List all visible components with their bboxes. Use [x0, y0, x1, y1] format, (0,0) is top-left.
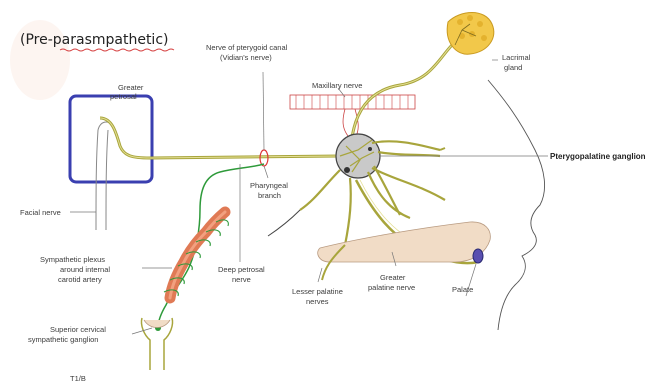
svg-text:Deep petrosal: Deep petrosal: [218, 265, 265, 274]
pharyngeal-branch-label: Pharyngeal branch: [250, 181, 288, 200]
facial-nerve-line: [96, 130, 98, 230]
greater-palatine-label: Greater palatine nerve: [368, 273, 415, 292]
cervical-ganglion-body: [144, 320, 170, 328]
svg-text:Pharyngeal: Pharyngeal: [250, 181, 288, 190]
internal-carotid-artery: [164, 212, 228, 298]
maxillary-nerve-label: Maxillary nerve: [312, 81, 362, 90]
svg-text:Sympathetic plexus: Sympathetic plexus: [40, 255, 105, 264]
svg-text:carotid artery: carotid artery: [58, 275, 102, 284]
svg-text:Greater: Greater: [118, 83, 144, 92]
ganglion-cell: [368, 147, 372, 151]
svg-text:around internal: around internal: [60, 265, 110, 274]
deep-petrosal-label: Deep petrosal nerve: [218, 265, 265, 284]
svg-text:Nerve of pterygoid canal: Nerve of pterygoid canal: [206, 43, 288, 52]
svg-text:Greater: Greater: [380, 273, 406, 282]
spellcheck-underline: [60, 49, 174, 51]
ganglion-cell: [344, 167, 350, 173]
svg-text:Lesser palatine: Lesser palatine: [292, 287, 343, 296]
greater-petrosal-label: Greater petrosal: [110, 83, 144, 101]
lacrimal-gland: [447, 13, 494, 55]
facial-nerve-line: [106, 130, 108, 230]
svg-text:nerves: nerves: [306, 297, 329, 306]
vidian-nerve-label: Nerve of pterygoid canal (Vidian's nerve…: [206, 43, 288, 62]
svg-text:gland: gland: [504, 63, 522, 72]
sympathetic-fibers: [158, 164, 264, 328]
lesser-palatine-label: Lesser palatine nerves: [292, 287, 343, 306]
palate-foramen: [473, 249, 483, 263]
zygomatic-lacrimal-nerve-highlight: [352, 45, 452, 138]
leader-lines: [70, 60, 498, 334]
face-profile-outline: [488, 80, 545, 330]
facial-nerve-label: Facial nerve: [20, 208, 61, 217]
palate-bone: [318, 222, 491, 262]
highlight-box: [70, 96, 152, 182]
pterygopalatine-ganglion-label: Pterygopalatine ganglion: [550, 152, 646, 161]
svg-text:nerve: nerve: [232, 275, 251, 284]
bottom-fragment-label: T1/B: [70, 374, 86, 383]
sympathetic-plexus-label: Sympathetic plexus around internal carot…: [40, 255, 110, 284]
svg-text:(Vidian's nerve): (Vidian's nerve): [220, 53, 272, 62]
page-heading: (Pre-parasmpathetic): [20, 32, 168, 48]
svg-text:petrosal: petrosal: [110, 92, 137, 101]
lacrimal-gland-label: Lacrimal gland: [502, 53, 531, 72]
svg-text:branch: branch: [258, 191, 281, 200]
palate-label: Palate: [452, 285, 473, 294]
cervical-ganglion-label: Superior cervical sympathetic ganglion: [28, 325, 106, 344]
svg-text:Lacrimal: Lacrimal: [502, 53, 531, 62]
svg-text:Superior cervical: Superior cervical: [50, 325, 106, 334]
zygomatic-lacrimal-nerve: [352, 45, 452, 138]
pterygopalatine-ganglion: [336, 134, 380, 178]
svg-text:palatine nerve: palatine nerve: [368, 283, 415, 292]
svg-text:sympathetic ganglion: sympathetic ganglion: [28, 335, 98, 344]
